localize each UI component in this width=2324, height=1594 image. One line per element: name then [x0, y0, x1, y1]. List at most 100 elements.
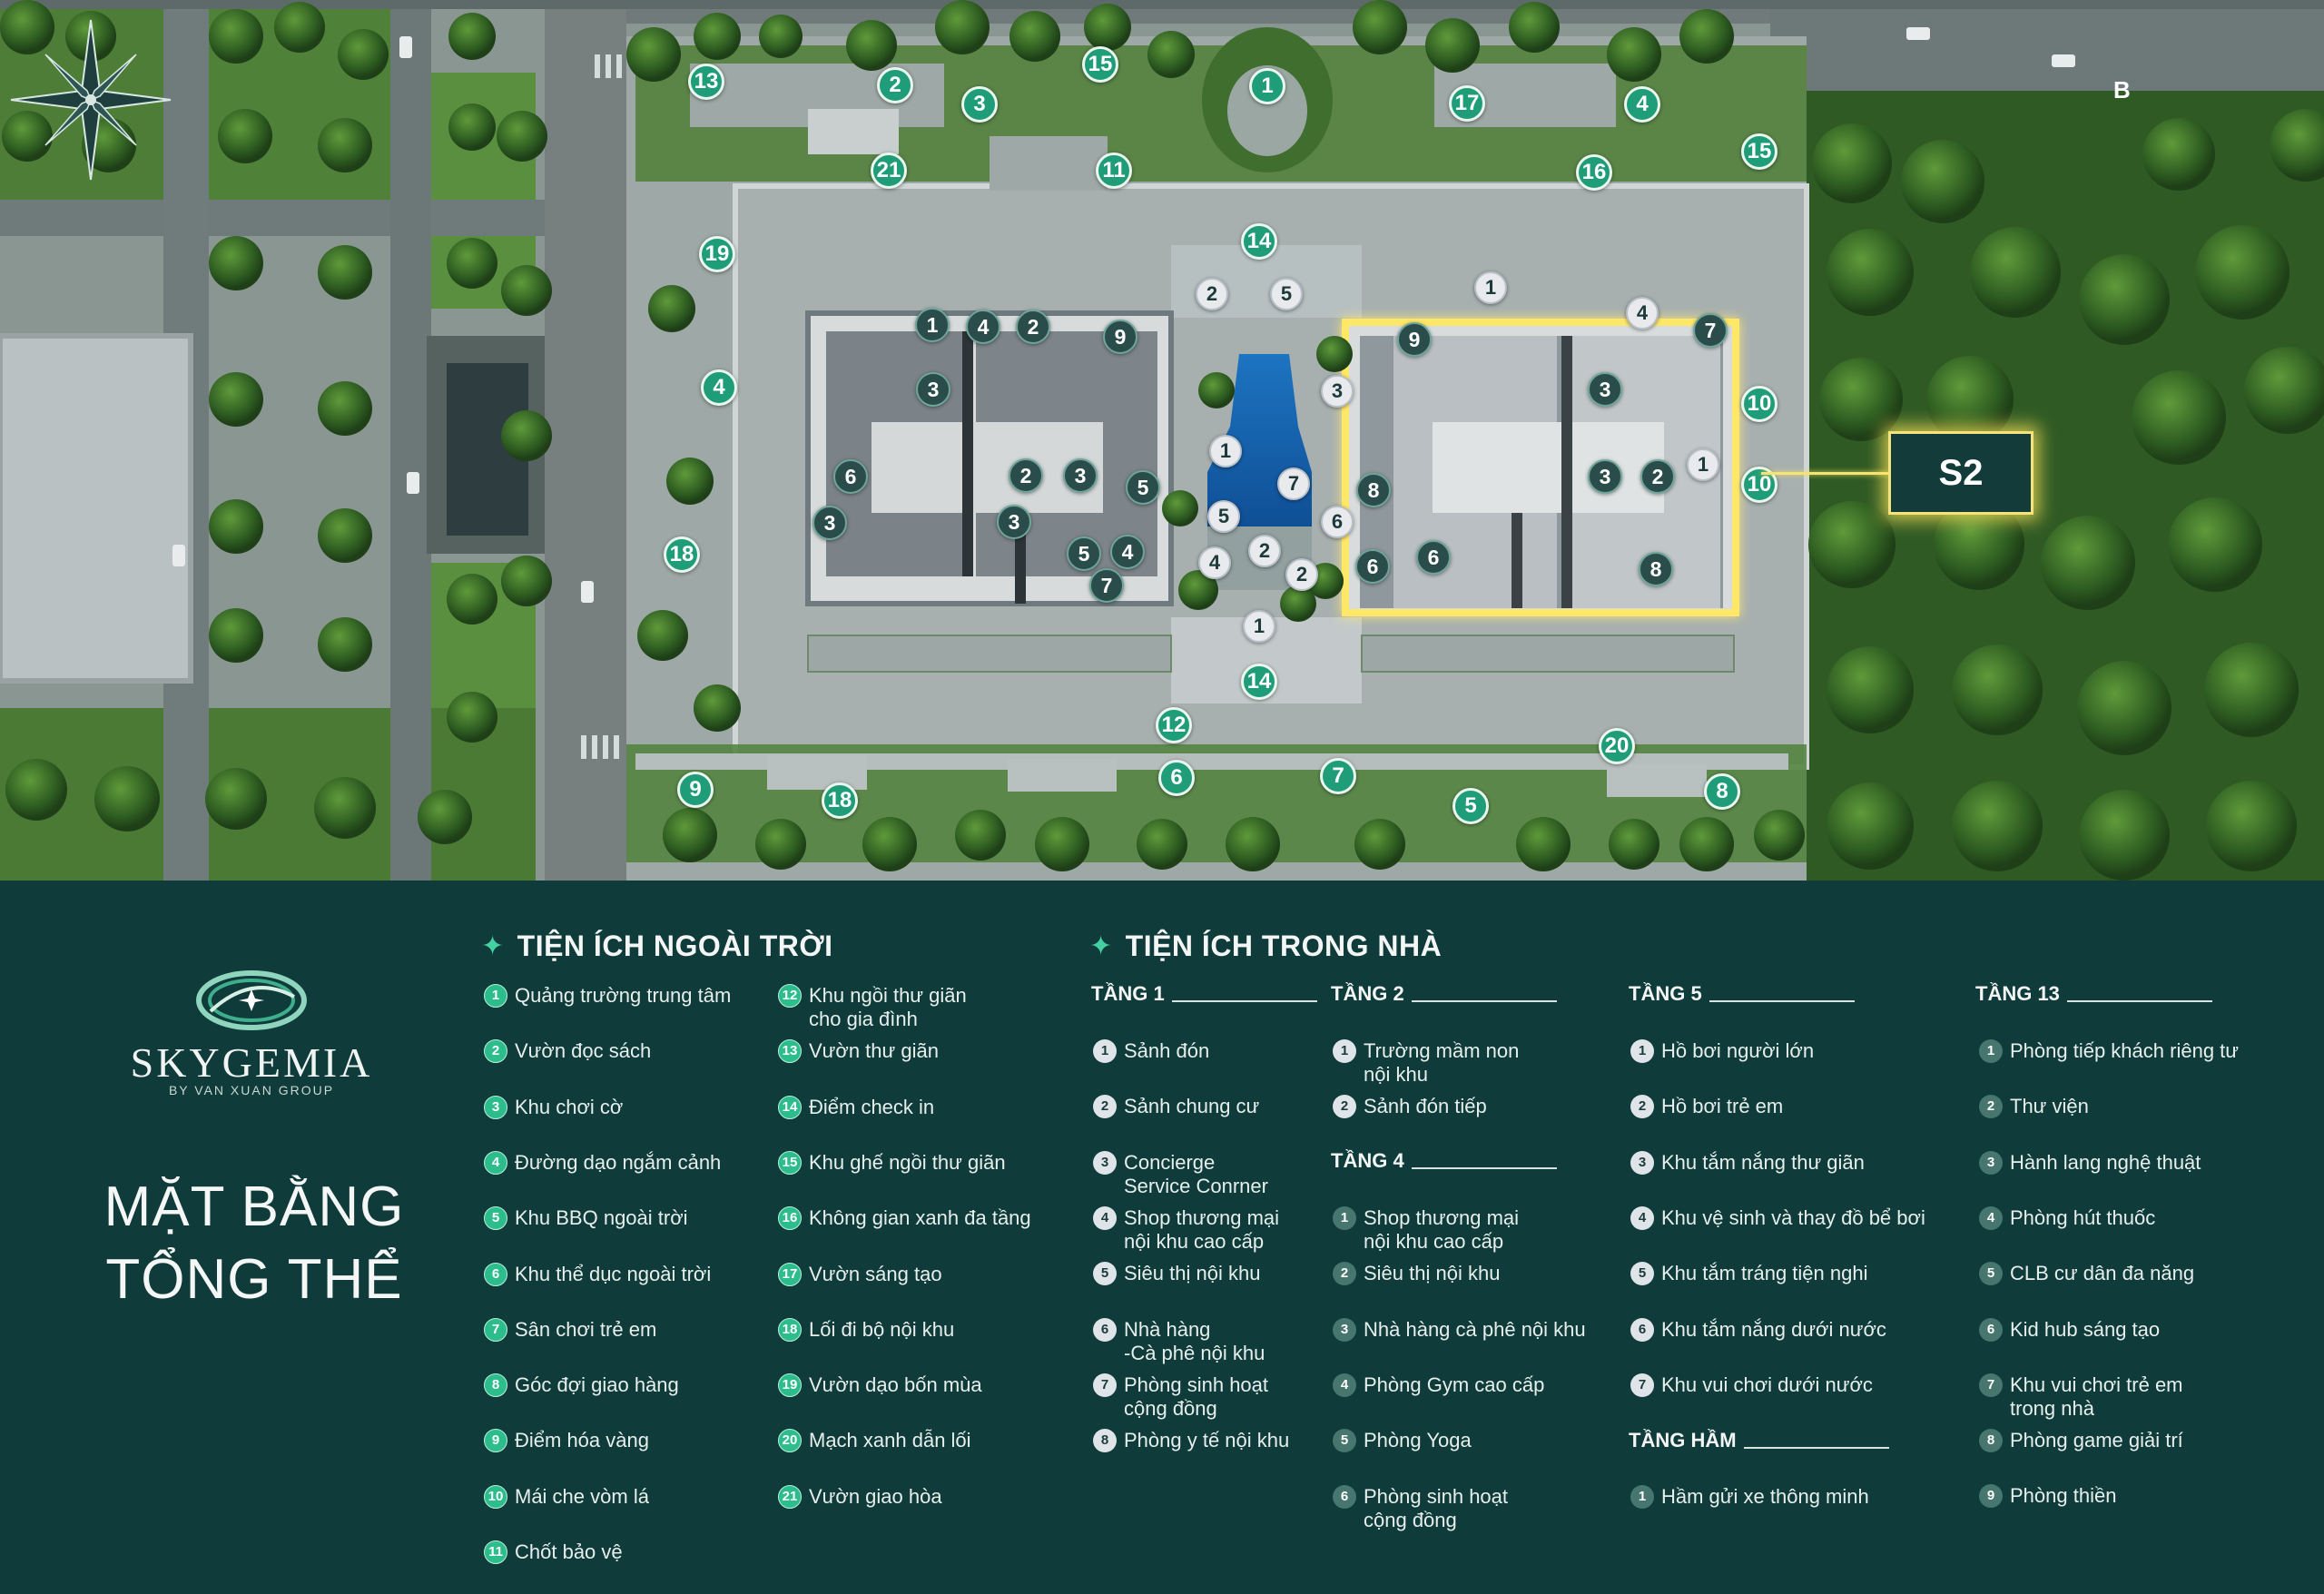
building-amenity-marker[interactable]: 7 [1089, 568, 1124, 603]
outdoor-amenity-marker[interactable]: 4 [701, 369, 737, 406]
floor-13-heading: TẦNG 13 [1975, 982, 2212, 1006]
building-amenity-marker[interactable]: 3 [1588, 459, 1622, 494]
legend-number-badge: 7 [484, 1318, 507, 1342]
outdoor-amenity-marker[interactable]: 15 [1082, 46, 1118, 83]
building-amenity-marker[interactable]: 3 [1588, 372, 1622, 407]
outdoor-amenity-marker[interactable]: 11 [1096, 153, 1132, 189]
building-amenity-marker[interactable]: 5 [1126, 470, 1160, 505]
legend-item-label: Concierge Service Conrner [1124, 1151, 1268, 1197]
floor-4-heading: TẦNG 4 [1331, 1149, 1557, 1173]
outdoor-amenity-marker[interactable]: 13 [688, 64, 724, 100]
building-amenity-marker[interactable]: 6 [1416, 540, 1451, 575]
outdoor-amenity-marker[interactable]: 18 [664, 536, 700, 573]
building-amenity-marker[interactable]: 3 [916, 372, 950, 407]
legend-number-badge: 5 [484, 1206, 507, 1230]
outdoor-amenity-marker[interactable]: 18 [822, 782, 858, 819]
legend-item-label: Hầm gửi xe thông minh [1661, 1485, 1869, 1508]
outdoor-amenity-marker[interactable]: 2 [877, 67, 913, 103]
indoor-amenity-marker[interactable]: 4 [1198, 546, 1231, 579]
outdoor-amenity-marker[interactable]: 5 [1452, 788, 1489, 824]
building-amenity-marker[interactable]: 3 [812, 506, 847, 540]
indoor-amenity-marker[interactable]: 1 [1687, 448, 1719, 481]
legend-number-badge: 6 [1333, 1485, 1356, 1509]
building-amenity-marker[interactable]: 3 [1063, 458, 1098, 493]
indoor-amenity-marker[interactable]: 3 [1321, 375, 1354, 408]
outdoor-amenity-marker[interactable]: 10 [1741, 386, 1777, 422]
building-amenity-marker[interactable]: 8 [1356, 473, 1391, 507]
legend-number-badge: 3 [1630, 1151, 1654, 1175]
outdoor-amenity-marker[interactable]: 4 [1624, 86, 1660, 123]
legend-item-label: Khu tắm nắng thư giãn [1661, 1151, 1865, 1174]
outdoor-amenity-marker[interactable]: 19 [699, 236, 735, 272]
indoor-amenity-marker[interactable]: 5 [1207, 500, 1240, 533]
indoor-amenity-marker[interactable]: 4 [1626, 297, 1659, 330]
building-amenity-marker[interactable]: 2 [1016, 310, 1050, 344]
legend-number-badge: 6 [484, 1263, 507, 1286]
indoor-amenity-marker[interactable]: 2 [1196, 278, 1228, 310]
outdoor-amenity-marker[interactable]: 8 [1704, 773, 1740, 810]
indoor-amenity-marker[interactable]: 2 [1248, 535, 1281, 567]
building-amenity-marker[interactable]: 8 [1639, 552, 1673, 586]
building-amenity-marker[interactable]: 2 [1009, 458, 1043, 493]
legend-item-label: Phòng sinh hoạt cộng đồng [1124, 1373, 1269, 1420]
building-amenity-marker[interactable]: 6 [833, 459, 868, 494]
indoor-amenity-marker[interactable]: 6 [1321, 506, 1354, 538]
outdoor-amenity-marker[interactable]: 7 [1320, 758, 1356, 794]
building-amenity-marker[interactable]: 9 [1397, 322, 1432, 357]
legend-number-badge: 10 [484, 1485, 507, 1509]
outdoor-amenity-marker[interactable]: 6 [1158, 760, 1195, 796]
legend-number-badge: 6 [1630, 1318, 1654, 1342]
indoor-amenity-marker[interactable]: 2 [1285, 558, 1318, 591]
indoor-amenity-marker[interactable]: 1 [1243, 610, 1275, 643]
building-amenity-marker[interactable]: 9 [1103, 320, 1137, 354]
outdoor-amenity-marker[interactable]: 10 [1741, 467, 1777, 503]
legend-number-badge: 3 [1093, 1151, 1117, 1175]
outdoor-section-heading: ✦ TIỆN ÍCH NGOÀI TRỜI [481, 930, 833, 963]
legend-item-label: Siêu thị nội khu [1364, 1262, 1501, 1284]
legend-number-badge: 2 [1093, 1095, 1117, 1118]
outdoor-amenity-marker[interactable]: 1 [1249, 68, 1285, 104]
building-s2-label[interactable]: S2 [1888, 431, 2034, 515]
outdoor-amenity-marker[interactable]: 16 [1576, 154, 1612, 191]
building-amenity-marker[interactable]: 6 [1355, 549, 1390, 584]
building-amenity-marker[interactable]: 3 [997, 505, 1031, 539]
outdoor-amenity-marker[interactable]: 9 [677, 772, 714, 808]
outdoor-amenity-marker[interactable]: 20 [1599, 728, 1635, 764]
indoor-amenity-marker[interactable]: 1 [1209, 435, 1242, 467]
outdoor-amenity-marker[interactable]: 15 [1741, 133, 1777, 170]
page-title: MẶT BẰNG TỔNG THỂ [54, 1171, 454, 1316]
outdoor-amenity-marker[interactable]: 3 [961, 86, 998, 123]
building-amenity-marker[interactable]: 4 [966, 310, 1000, 344]
legend-item-label: Kid hub sáng tạo [2010, 1318, 2161, 1341]
outdoor-amenity-marker[interactable]: 21 [871, 153, 907, 189]
outdoor-amenity-marker[interactable]: 17 [1449, 85, 1485, 122]
legend-number-badge: 20 [778, 1429, 802, 1452]
floor-13-label: TẦNG 13 [1975, 982, 2060, 1005]
indoor-amenity-marker[interactable]: 1 [1474, 271, 1507, 304]
building-amenity-marker[interactable]: 2 [1640, 459, 1675, 494]
indoor-amenity-marker[interactable]: 5 [1270, 278, 1303, 310]
outdoor-amenity-marker[interactable]: 14 [1241, 223, 1277, 260]
divider [2066, 1000, 2212, 1002]
building-amenity-marker[interactable]: 4 [1110, 535, 1145, 569]
legend-number-badge: 7 [1630, 1373, 1654, 1397]
building-amenity-marker[interactable]: 1 [915, 308, 950, 342]
legend-item-label: Nhà hàng -Cà phê nội khu [1124, 1318, 1265, 1364]
building-amenity-marker[interactable]: 5 [1067, 536, 1101, 571]
outdoor-amenity-marker[interactable]: 14 [1241, 664, 1277, 700]
outdoor-amenity-marker[interactable]: 12 [1156, 707, 1192, 743]
building-amenity-marker[interactable]: 7 [1693, 313, 1728, 348]
legend-number-badge: 3 [484, 1096, 507, 1119]
legend-item-label: Phòng tiếp khách riêng tư [2010, 1039, 2240, 1062]
legend-item-label: Phòng sinh hoạt cộng đồng [1364, 1485, 1509, 1531]
indoor-amenity-marker[interactable]: 7 [1277, 467, 1310, 500]
